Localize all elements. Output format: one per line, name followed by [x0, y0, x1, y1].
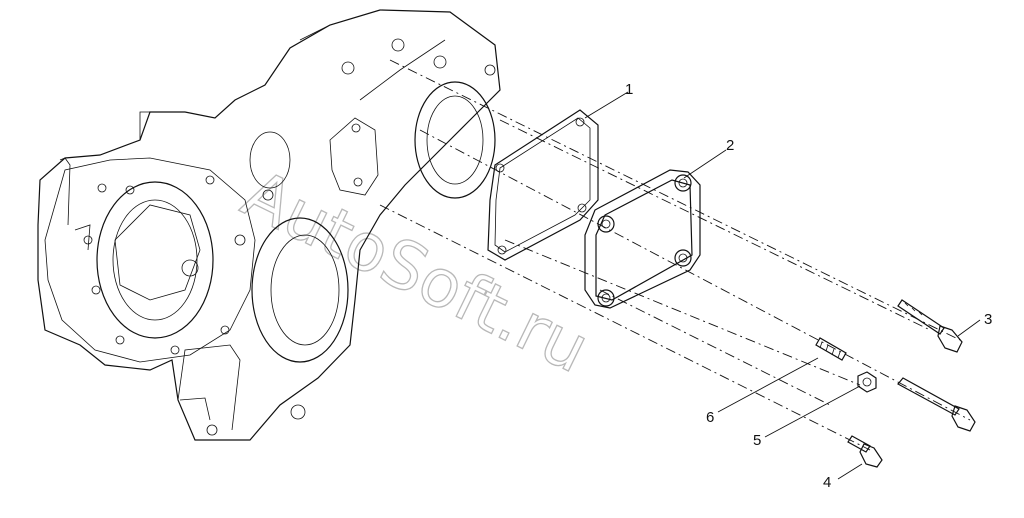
leader-lines	[584, 91, 981, 480]
callout-3: 3	[984, 311, 992, 328]
short-bolt	[847, 435, 883, 468]
cover-plate	[584, 169, 701, 309]
callout-2: 2	[726, 137, 734, 154]
gear-housing	[37, 9, 501, 441]
gasket	[487, 109, 599, 261]
long-bolt	[897, 299, 963, 353]
callout-1: 1	[625, 81, 633, 98]
stud	[815, 337, 847, 361]
watermark: AutoSoft.ru	[230, 154, 601, 388]
callout-labels: 1 2 3 4 5 6	[625, 81, 992, 491]
svg-text:AutoSoft.ru: AutoSoft.ru	[231, 155, 600, 388]
long-bolt-lower	[897, 377, 976, 432]
nut	[857, 371, 877, 393]
center-lines	[379, 59, 971, 451]
callout-6: 6	[706, 409, 714, 426]
callout-4: 4	[823, 474, 831, 491]
callout-5: 5	[753, 432, 761, 449]
